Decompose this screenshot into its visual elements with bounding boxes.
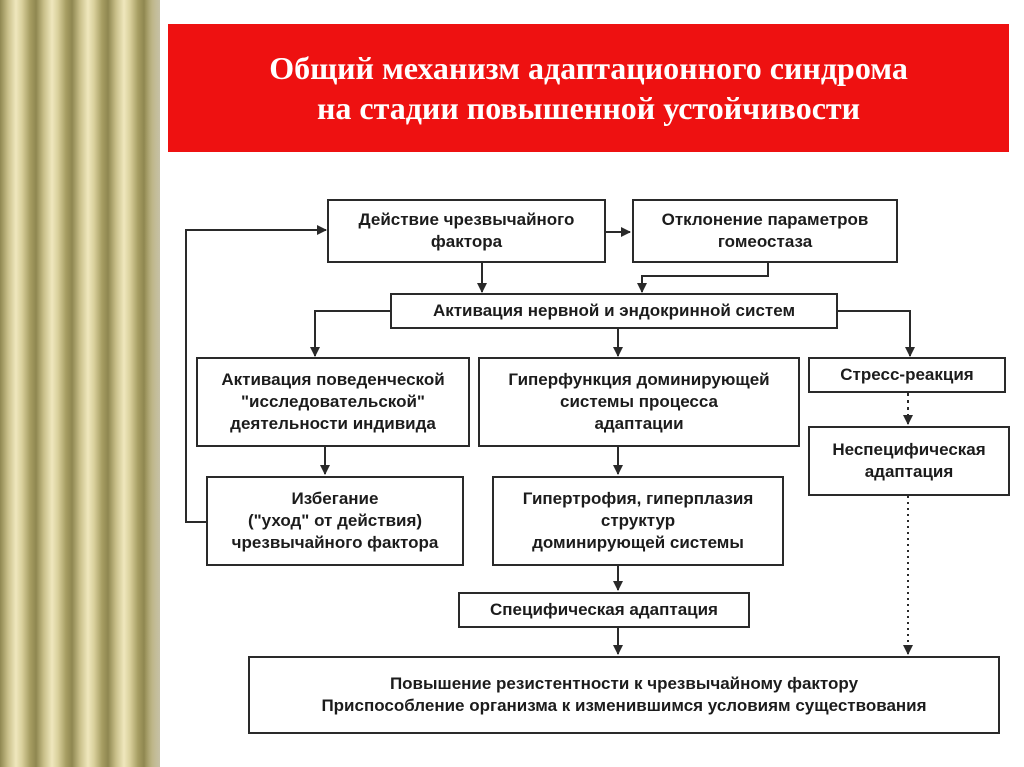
- box-increased-resistance: Повышение резистентности к чрезвычайному…: [248, 656, 1000, 734]
- box-stress-reaction: Стресс-реакция: [808, 357, 1006, 393]
- arrow-avoidance-feedback: [185, 225, 327, 523]
- box-nervous-endocrine-activation-line-1: Активация нервной и эндокринной систем: [432, 301, 796, 320]
- box-specific-adaptation: Специфическая адаптация: [458, 592, 750, 628]
- box-behavioral-activation-line-3: деятельности индивида: [230, 414, 436, 433]
- box-avoidance-line-2: ("уход" от действия): [247, 511, 423, 530]
- box-avoidance: Избегание ("уход" от действия) чрезвычай…: [206, 476, 464, 566]
- box-homeostasis-deviation-line-2: гомеостаза: [717, 232, 813, 251]
- title-line-1: Общий механизм адаптационного синдрома: [269, 50, 908, 86]
- box-dominant-hyperfunction-line-2: системы процесса: [559, 392, 719, 411]
- box-behavioral-activation-line-2: "исследовательской": [241, 392, 425, 411]
- box-dominant-hyperfunction: Гиперфункция доминирующей системы процес…: [478, 357, 800, 447]
- arrow-activation-to-stress: [838, 310, 915, 357]
- box-increased-resistance-line-1: Повышение резистентности к чрезвычайному…: [389, 674, 859, 693]
- box-emergency-factor-line-2: фактора: [430, 232, 503, 251]
- box-emergency-factor-line-1: Действие чрезвычайного: [358, 210, 575, 229]
- title-line-2: на стадии повышенной устойчивости: [316, 90, 861, 126]
- box-hypertrophy-line-1: Гипертрофия, гиперплазия: [522, 489, 754, 508]
- box-emergency-factor: Действие чрезвычайного фактора: [327, 199, 606, 263]
- curtain-decoration: [0, 0, 160, 767]
- box-dominant-hyperfunction-line-3: адаптации: [594, 414, 684, 433]
- box-nonspecific-adaptation: Неспецифическая адаптация: [808, 426, 1010, 496]
- box-specific-adaptation-line-1: Специфическая адаптация: [490, 600, 718, 619]
- arrow-activation-to-behavior: [310, 310, 390, 357]
- box-behavioral-activation: Активация поведенческой "исследовательск…: [196, 357, 470, 447]
- box-homeostasis-deviation: Отклонение параметров гомеостаза: [632, 199, 898, 263]
- box-avoidance-line-1: Избегание: [291, 489, 379, 508]
- box-homeostasis-deviation-line-1: Отклонение параметров: [661, 210, 869, 229]
- box-hypertrophy: Гипертрофия, гиперплазия структур домини…: [492, 476, 784, 566]
- box-increased-resistance-line-2: Приспособление организма к изменившимся …: [321, 696, 927, 715]
- box-avoidance-line-3: чрезвычайного фактора: [231, 533, 439, 552]
- box-hypertrophy-line-3: доминирующей системы: [532, 533, 744, 552]
- box-dominant-hyperfunction-line-1: Гиперфункция доминирующей: [508, 370, 770, 389]
- box-stress-reaction-line-1: Стресс-реакция: [840, 365, 974, 384]
- box-nervous-endocrine-activation: Активация нервной и эндокринной систем: [390, 293, 838, 329]
- box-nonspecific-adaptation-line-2: адаптация: [864, 462, 954, 481]
- box-behavioral-activation-line-1: Активация поведенческой: [221, 370, 445, 389]
- slide-title: Общий механизм адаптационного синдрома н…: [269, 48, 908, 128]
- title-banner: Общий механизм адаптационного синдрома н…: [168, 24, 1009, 152]
- box-hypertrophy-line-2: структур: [600, 511, 676, 530]
- arrow-deviation-to-activation: [637, 262, 769, 293]
- box-nonspecific-adaptation-line-1: Неспецифическая: [832, 440, 986, 459]
